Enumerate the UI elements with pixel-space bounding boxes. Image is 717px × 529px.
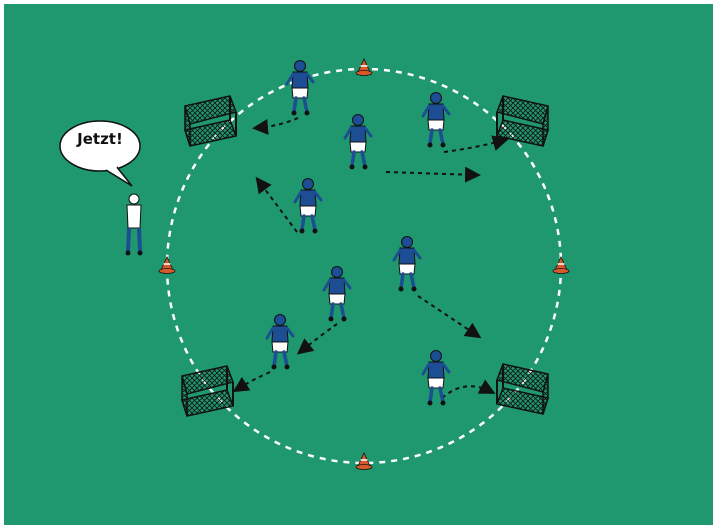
pitch-background: [4, 4, 713, 525]
